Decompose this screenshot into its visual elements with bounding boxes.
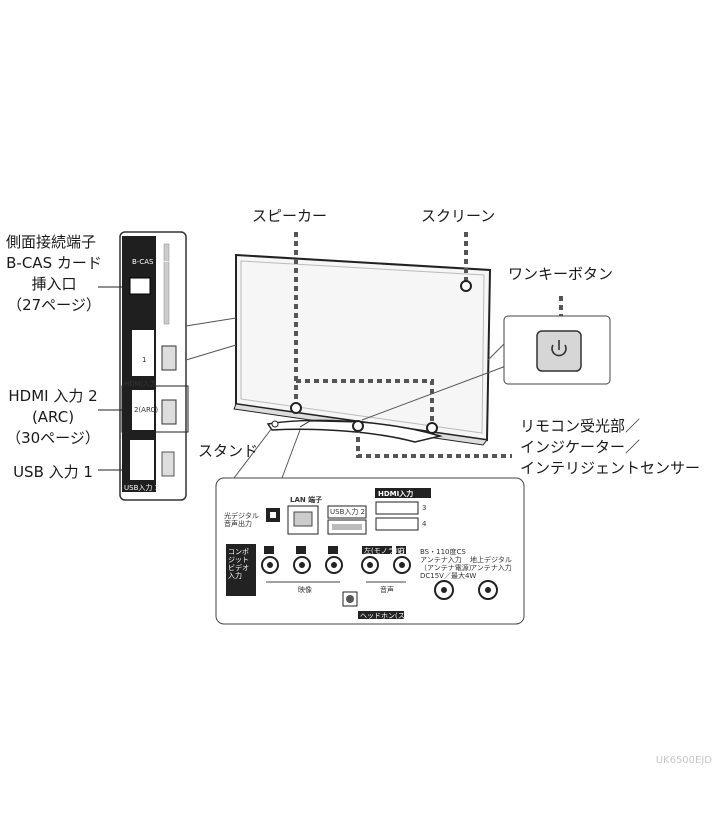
bscs-text-4: DC15V／最大4W — [420, 572, 477, 580]
terrestrial-text-1: 地上デジタル — [470, 556, 512, 564]
remote-label-2: インジケーター／ — [520, 438, 641, 456]
remote-label-1: リモコン受光部／ — [520, 417, 641, 435]
speaker-callout — [290, 232, 302, 414]
bscs-text-3: （アンテナ電源） — [420, 564, 476, 572]
side-panel — [98, 231, 237, 501]
bscs-text-2: アンテナ入力 — [420, 556, 462, 564]
onekey-callout — [361, 296, 611, 421]
tv-stand — [266, 419, 443, 443]
composite-text: コンポジット ビデオ入力 — [228, 548, 249, 580]
onekey-label: ワンキーボタン — [508, 265, 614, 283]
bscs-text-1: BS・110度CS — [420, 548, 466, 556]
sensor-callout — [296, 379, 512, 458]
hdmi2-text: 2(ARC) — [134, 406, 159, 414]
hdmi1-text: 1 — [142, 356, 147, 364]
rear-panel-callout — [233, 420, 301, 479]
rear-panel — [215, 477, 525, 625]
stand-label: スタンド — [198, 442, 259, 460]
bcas-slot-text: B-CAS カード — [132, 258, 177, 266]
headphone-text: ヘッドホン(スピーカー) — [360, 612, 436, 620]
hdmi4-text: 4 — [422, 520, 427, 528]
hdmi2-label-3: （30ページ） — [6, 429, 100, 447]
bcas-label-1: B-CAS カード — [6, 254, 102, 272]
side-terminal-label: 側面接続端子 — [6, 233, 97, 251]
usb1-label: USB 入力 1 — [13, 463, 93, 481]
speaker-label: スピーカー — [252, 207, 328, 225]
usb1-text: USB入力 1 — [124, 484, 160, 492]
audio-text: 音声 — [380, 586, 394, 594]
audio-lr-text: 左(モノラル) — [364, 547, 405, 555]
lan-text: LAN 端子 — [290, 496, 323, 504]
hdmi-in-rear-text: HDMI入力 — [378, 490, 414, 498]
screen-label: スクリーン — [421, 207, 496, 225]
hdmi2-label-1: HDMI 入力 2 — [8, 387, 98, 405]
video-text: 映像 — [298, 586, 312, 594]
optical-text: 光デジタル 音声出力 — [224, 512, 259, 528]
tv-body — [233, 253, 492, 446]
audio-r-text: 右 — [398, 547, 405, 555]
model-number: UK6500EJD — [655, 755, 712, 766]
screen-callout — [460, 232, 472, 292]
hdmi2-label-2: (ARC) — [31, 408, 75, 426]
bcas-label-3: （27ページ） — [7, 296, 101, 314]
hdmi3-text: 3 — [422, 504, 427, 512]
remote-label-3: インテリジェントセンサー — [520, 459, 701, 477]
bcas-label-2: 挿入口 — [31, 275, 77, 293]
hdmi-in-text: HDMI入力 — [124, 380, 157, 388]
terrestrial-text-2: アンテナ入力 — [470, 564, 512, 572]
usb2-text: USB入力 2 — [330, 508, 366, 516]
